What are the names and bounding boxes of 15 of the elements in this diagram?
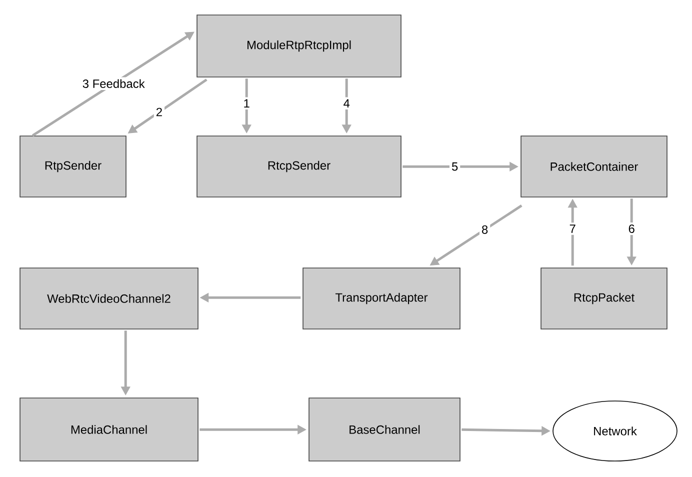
edge-label: 1 [241, 97, 252, 110]
process-box: PacketContainer [520, 136, 668, 198]
process-box: MediaChannel [20, 398, 198, 462]
edge-label: 4 [341, 97, 352, 110]
process-box: RtpSender [20, 136, 126, 198]
ellipse-node: Network [552, 400, 678, 462]
edge-label: 6 [626, 222, 637, 235]
process-box: TransportAdapter [302, 268, 460, 330]
process-box: BaseChannel [308, 398, 460, 462]
process-box: RtcpSender [196, 136, 402, 198]
edge-label: 7 [567, 222, 578, 235]
process-box: RtcpPacket [540, 268, 668, 330]
edge-label: 3 Feedback [80, 77, 147, 90]
process-box: WebRtcVideoChannel2 [20, 268, 198, 330]
process-box: ModuleRtpRtcpImpl [196, 14, 402, 78]
